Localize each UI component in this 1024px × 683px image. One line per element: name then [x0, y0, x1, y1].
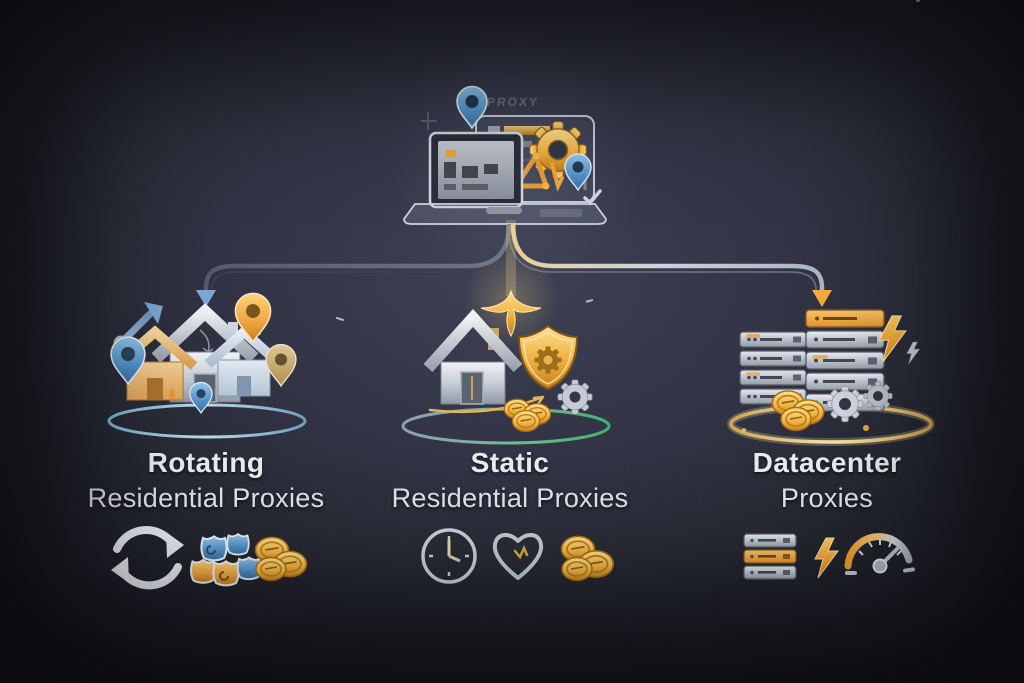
datacenter-title: Datacenter — [752, 447, 902, 478]
column-label-datacenter: Datacenter Proxies — [667, 447, 987, 514]
column-label-static: Static Residential Proxies — [350, 447, 670, 514]
column-label-rotating: Rotating Residential Proxies — [46, 447, 366, 514]
static-title: Static — [470, 447, 550, 478]
rotating-subtitle: Residential Proxies — [87, 483, 325, 513]
static-subtitle: Residential Proxies — [391, 483, 629, 513]
hub-proxy-label: PROXY — [486, 95, 540, 109]
rotating-title: Rotating — [147, 447, 265, 478]
datacenter-subtitle: Proxies — [780, 483, 874, 513]
